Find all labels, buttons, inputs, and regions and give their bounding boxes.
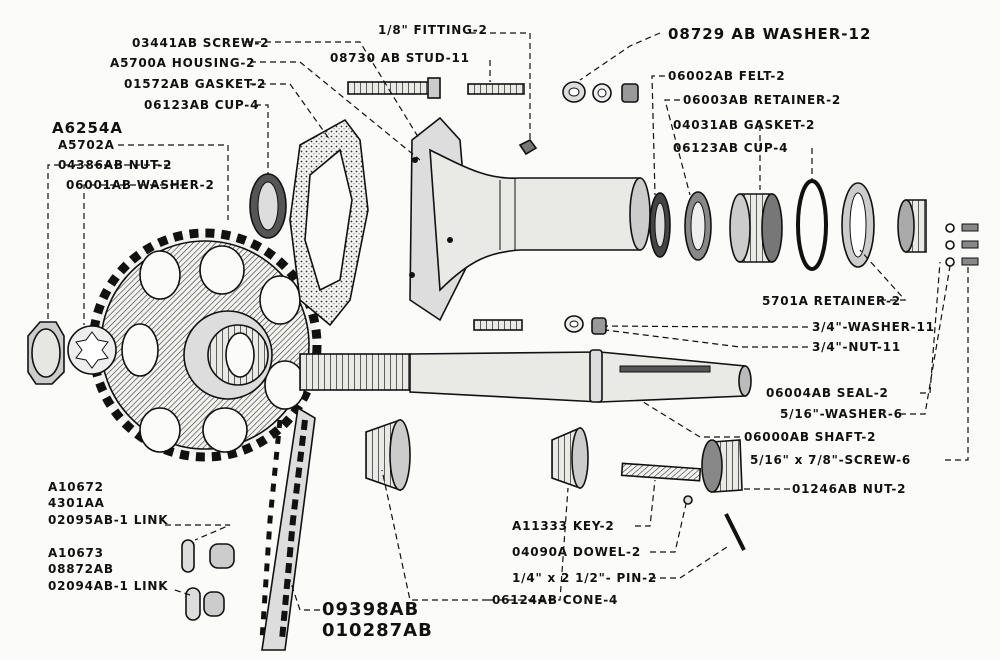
- bearing-cup-left: [249, 173, 287, 239]
- label-assembly-sub: A5702A: [58, 138, 115, 152]
- label-washer-left: 06001AB WASHER-2: [66, 178, 215, 192]
- label-washer-12: 08729 AB WASHER-12: [668, 25, 872, 43]
- label-link1-a: A10672: [48, 480, 104, 494]
- label-chain-b: 010287AB: [322, 620, 433, 641]
- label-link2-b: 08872AB: [48, 562, 114, 576]
- label-assembly-main: A6254A: [52, 119, 123, 137]
- label-link1-b: 4301AA: [48, 496, 105, 510]
- castle-nut-key-pin: [620, 439, 749, 551]
- label-pin: 1/4" x 2 1/2"- PIN-2: [512, 571, 658, 585]
- label-stud: 08730 AB STUD-11: [330, 51, 470, 65]
- housing-gasket: [289, 118, 369, 327]
- label-cup-right: 06123AB CUP-4: [673, 141, 789, 155]
- small-screws: [945, 223, 979, 267]
- label-gasket-right: 04031AB GASKET-2: [673, 118, 816, 132]
- label-shaft: 06000AB SHAFT-2: [744, 430, 877, 444]
- nut-and-washer: [27, 321, 117, 385]
- bearing-cones: [365, 418, 589, 492]
- label-chain-a: 09398AB: [322, 599, 420, 620]
- leader-lines: [47, 32, 969, 611]
- label-nut-left: 04386AB NUT-2: [58, 158, 173, 172]
- label-link1-c: 02095AB-1 LINK: [48, 513, 169, 527]
- label-fitting: 1/8" FITTING-2: [378, 23, 488, 37]
- label-cup-left: 06123AB CUP-4: [144, 98, 260, 112]
- axle-shaft: [299, 349, 752, 403]
- label-retainer-1: 06003AB RETAINER-2: [683, 93, 842, 107]
- label-screw: 03441AB SCREW-2: [132, 36, 270, 50]
- washer-set-top: [562, 81, 639, 103]
- label-washer-6: 5/16"-WASHER-6: [780, 407, 903, 421]
- label-washer-11: 3/4"-WASHER-11: [812, 320, 935, 334]
- label-key: A11333 KEY-2: [512, 519, 615, 533]
- roller-chain: [259, 406, 316, 651]
- label-link2-a: A10673: [48, 546, 104, 560]
- label-housing: A5700A HOUSING-2: [110, 56, 256, 70]
- bearing-stack-right: [649, 179, 927, 271]
- label-seal: 06004AB SEAL-2: [766, 386, 889, 400]
- label-nut-11: 3/4"-NUT-11: [812, 340, 902, 354]
- label-cone: 06124AB CONE-4: [492, 593, 619, 607]
- stud-washer-nut-mid: [473, 315, 607, 335]
- label-link2-c: 02094AB-1 LINK: [48, 579, 169, 593]
- label-dowel: 04090A DOWEL-2: [512, 545, 641, 559]
- sprocket: [88, 228, 322, 462]
- label-gasket-2: 01572AB GASKET-2: [124, 77, 267, 91]
- label-felt: 06002AB FELT-2: [668, 69, 786, 83]
- label-screw-6: 5/16" x 7/8"-SCREW-6: [750, 453, 912, 467]
- axle-housing: [409, 116, 651, 322]
- chain-links-loose: [181, 539, 235, 621]
- screw-and-stud: [347, 77, 538, 156]
- label-castle-nut: 01246AB NUT-2: [792, 482, 907, 496]
- label-retainer-2: 5701A RETAINER-2: [762, 294, 901, 308]
